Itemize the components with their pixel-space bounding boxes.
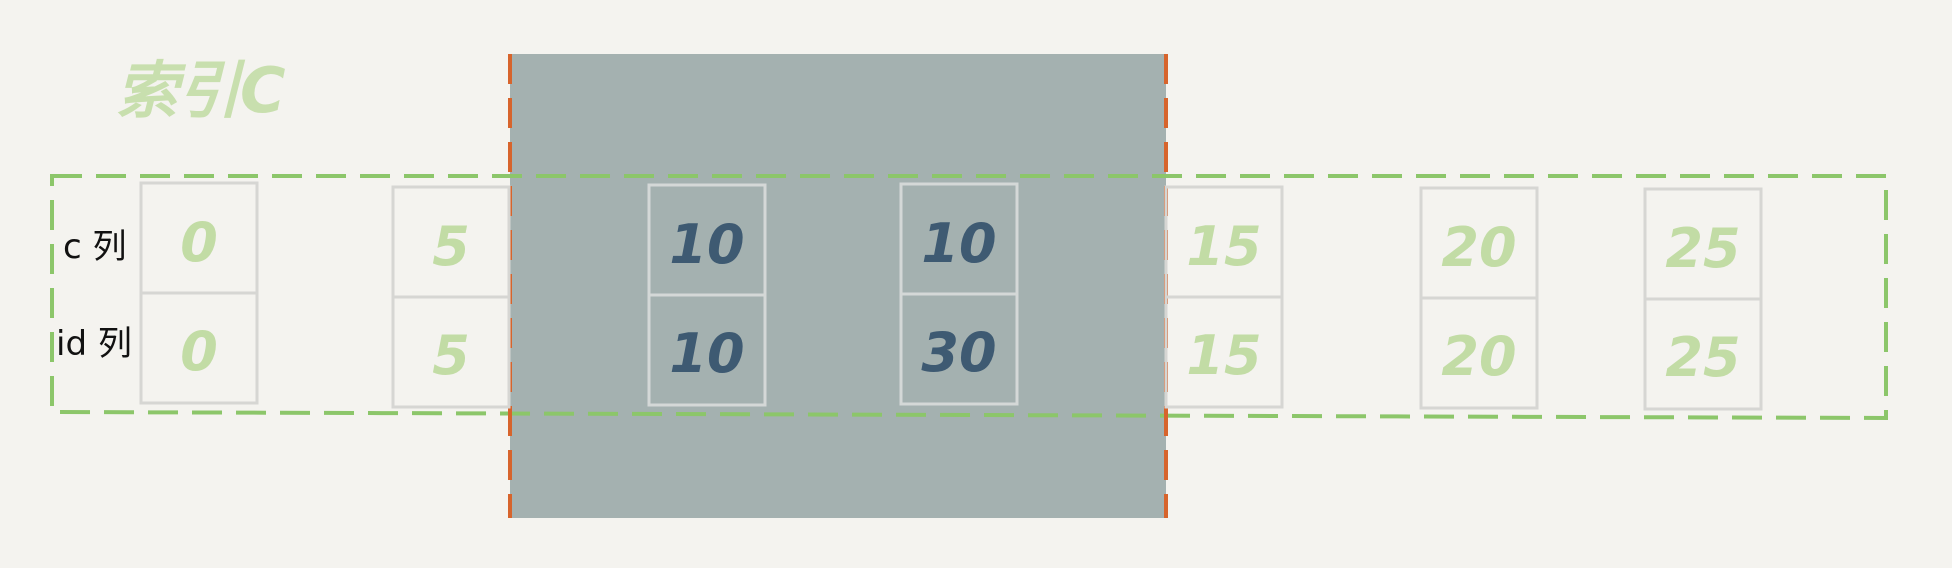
id-value: 5 xyxy=(432,324,470,387)
c-value: 5 xyxy=(432,215,470,278)
index-entry: 10 10 xyxy=(647,183,767,407)
c-value: 10 xyxy=(669,213,744,276)
locked-gap-region xyxy=(510,54,1166,518)
index-c-outline xyxy=(50,174,1888,421)
index-entry: 00 xyxy=(139,181,259,405)
id-value: 15 xyxy=(1186,324,1261,387)
c-value: 25 xyxy=(1665,217,1740,280)
id-value: 10 xyxy=(669,322,744,385)
index-entry: 25 25 xyxy=(1643,187,1763,411)
c-value: 10 xyxy=(921,212,996,275)
c-value: 15 xyxy=(1186,215,1261,278)
index-entry: 10 30 xyxy=(899,182,1019,406)
index-entry: 55 xyxy=(391,185,511,409)
c-column-label: c 列 xyxy=(63,227,127,267)
index-c-label: 索引C xyxy=(116,54,286,127)
id-value: 30 xyxy=(921,321,996,384)
id-column-label: id 列 xyxy=(56,324,132,364)
id-value: 20 xyxy=(1441,325,1516,388)
c-value: 20 xyxy=(1441,216,1516,279)
id-value: 25 xyxy=(1665,326,1740,389)
id-value: 0 xyxy=(180,320,218,383)
c-value: 0 xyxy=(180,211,218,274)
